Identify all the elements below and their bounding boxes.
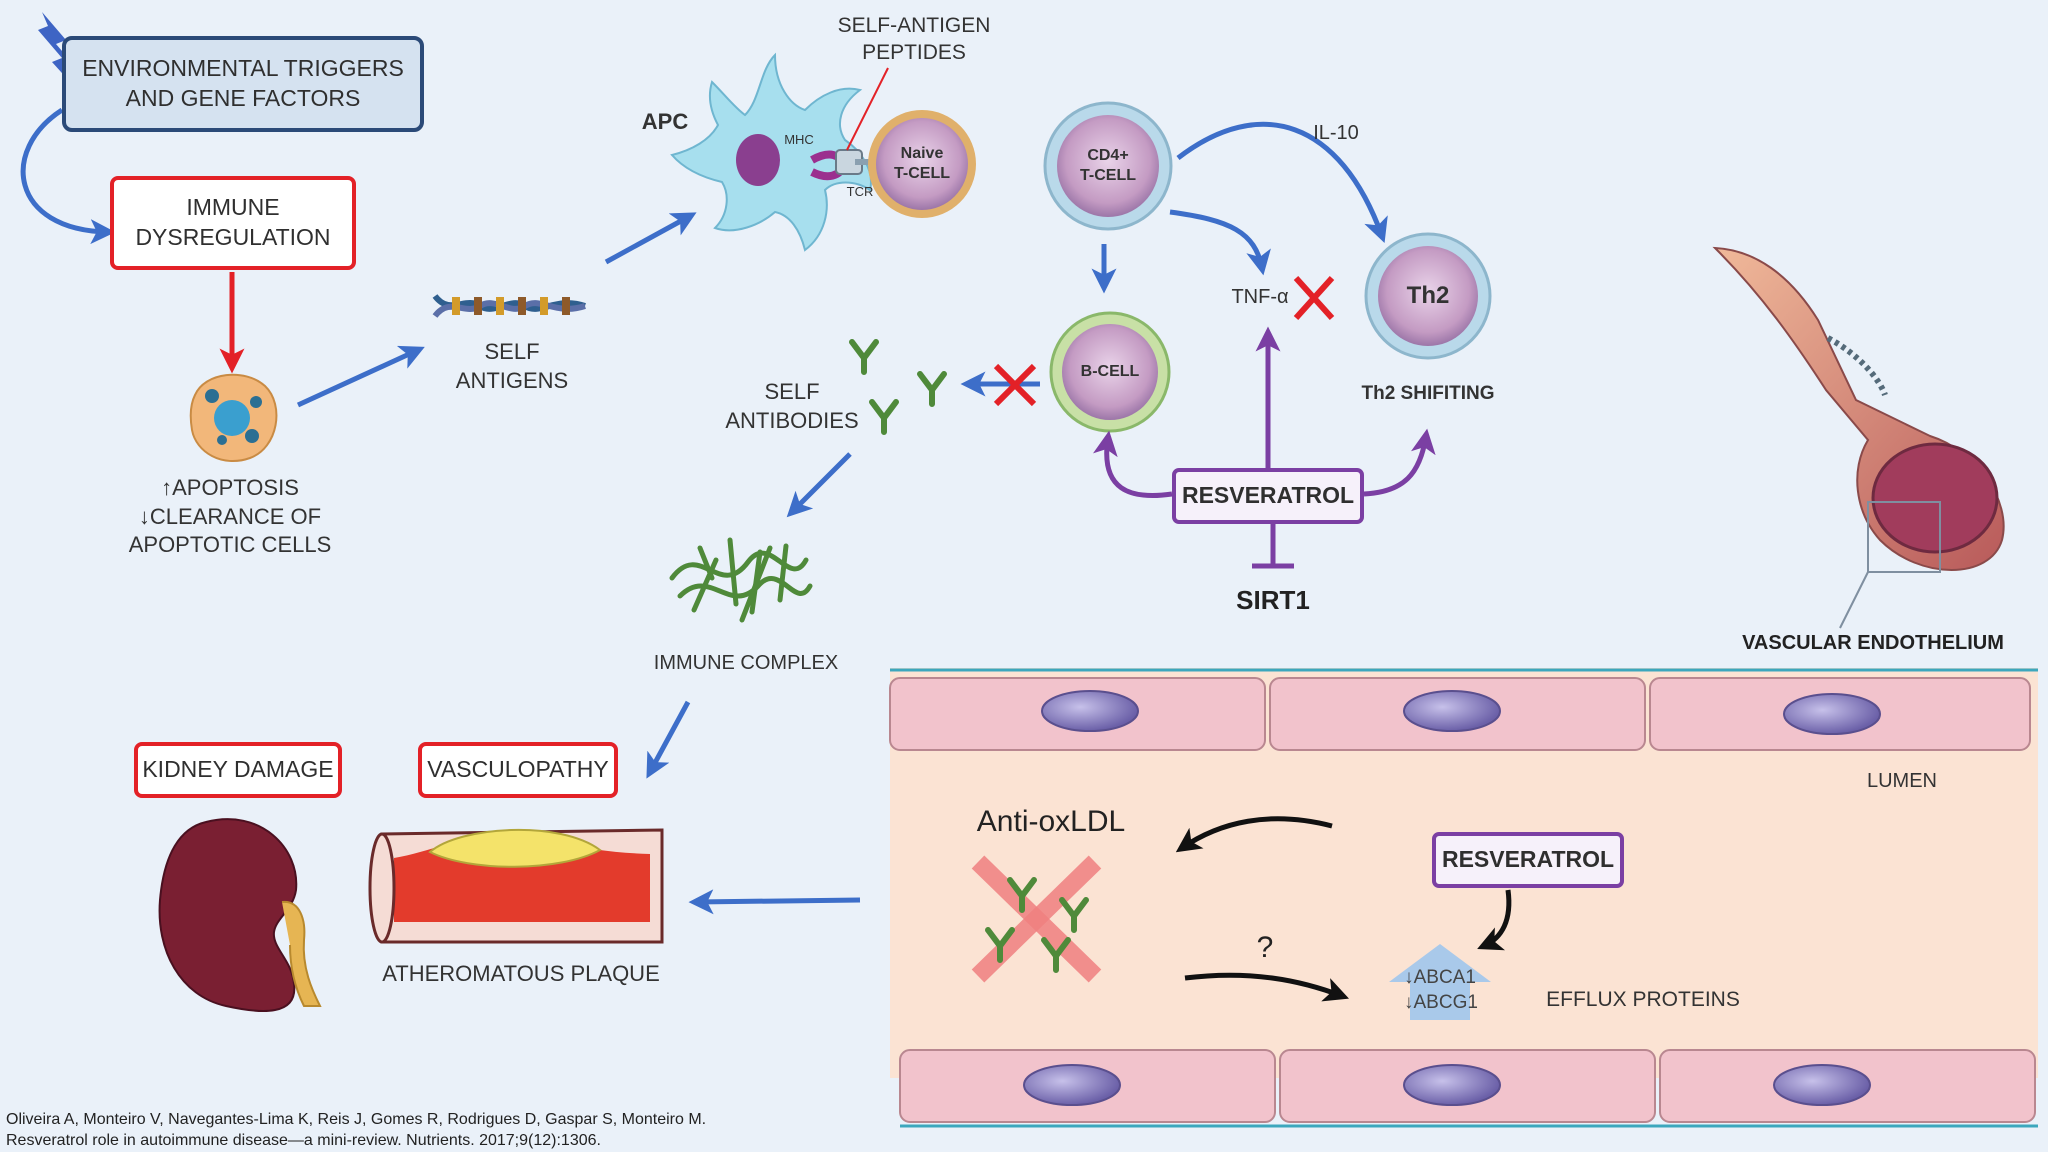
nucleus-icon (1403, 690, 1501, 732)
lumen-label: LUMEN (1866, 770, 1937, 792)
apoptotic-cell-icon (189, 373, 278, 463)
arrow-resveratrol-to-efflux (1477, 889, 1512, 951)
il10-label: IL-10 (1313, 122, 1359, 144)
arrow-resveratrol-to-th2 (1363, 428, 1436, 497)
arrow-complex-to-vasculopathy (646, 700, 691, 779)
question-mark: ? (1256, 931, 1274, 964)
arrow-antibodies-to-complex (786, 452, 852, 518)
arrow-cd4-to-tnf (1169, 209, 1271, 276)
anti-oxldl-label: Anti-oxLDL (976, 805, 1126, 838)
kidney-icon (158, 818, 322, 1012)
blood-vessel-icon (1712, 246, 2005, 629)
tnf-label: TNF-α (1231, 286, 1289, 308)
apc-icon (670, 52, 878, 252)
mhc-label: MHC (784, 132, 814, 147)
efflux-proteins-label: EFFLUX PROTEINS (1546, 988, 1740, 1011)
citation: Oliveira A, Monteiro V, Navegantes-Lima … (6, 1111, 707, 1149)
atheromatous-plaque-icon (368, 828, 664, 944)
arrow-to-anti-oxldl (1175, 816, 1333, 853)
arrow-to-efflux (1184, 972, 1350, 1002)
apoptosis-label: ↑APOPTOSIS ↓CLEARANCE OF APOPTOTIC CELLS (128, 475, 332, 558)
kidney-damage-box: KIDNEY DAMAGE (134, 742, 342, 798)
th2-shifting-label: Th2 SHIFITING (1361, 383, 1495, 404)
efflux-up-arrow-icon (1389, 944, 1491, 1020)
bcell-label: B-CELL (1080, 363, 1140, 380)
immune-complex-icon (669, 537, 813, 623)
naive-tcell-label: Naive T-CELL (894, 145, 950, 182)
antibody-icon (849, 339, 947, 435)
resveratrol-box: RESVERATROL (1172, 468, 1364, 524)
th2-label: Th2 (1406, 282, 1450, 309)
arrow-cd4-to-th2 (1176, 121, 1388, 244)
efflux-arrow-text: ↓ABCA1 ↓ABCG1 (1404, 967, 1478, 1013)
immune-complex-label: IMMUNE COMPLEX (653, 652, 839, 674)
antibody-blocked-x-icon (993, 363, 1037, 407)
anti-oxldl-blocked-icon (971, 855, 1102, 983)
sirt1-label: SIRT1 (1236, 585, 1310, 615)
tnf-blocked-x-icon (1293, 275, 1335, 321)
nucleus-icon (1783, 693, 1881, 735)
self-antibodies-label: SELF ANTIBODIES (725, 379, 859, 433)
arrow-antigens-to-apc (604, 212, 697, 265)
naive-tcell-icon (868, 110, 976, 218)
cd4-tcell-label: CD4+ T-CELL (1080, 147, 1136, 184)
arrow-apoptosis-to-antigens (296, 345, 425, 408)
arrow-resveratrol-to-bcell (1092, 430, 1173, 499)
nucleus-icon (1041, 690, 1139, 732)
environmental-triggers-box: ENVIRONMENTAL TRIGGERS AND GENE FACTORS (62, 36, 424, 132)
nucleus-icon (1773, 1064, 1871, 1106)
arrow-env-to-dysregulation (20, 107, 116, 245)
arrow-lumen-to-plaque (688, 889, 861, 915)
resveratrol-lumen-box: RESVERATROL (1432, 832, 1624, 888)
tcr-label: TCR (846, 184, 874, 199)
vessel-pointer-line (1839, 571, 1869, 629)
vascular-endothelium-label: VASCULAR ENDOTHELIUM (1742, 632, 2004, 654)
cd4-tcell-icon (1043, 101, 1173, 231)
peptide-pointer-line (846, 67, 889, 151)
atheromatous-plaque-label: ATHEROMATOUS PLAQUE (382, 961, 660, 986)
dna-icon (432, 293, 586, 319)
vasculopathy-box: VASCULOPATHY (418, 742, 618, 798)
self-antigen-peptides-label: SELF-ANTIGEN PEPTIDES (837, 14, 991, 65)
nucleus-icon (1403, 1064, 1501, 1106)
immune-dysregulation-box: IMMUNE DYSREGULATION (110, 176, 356, 270)
nucleus-icon (1023, 1064, 1121, 1106)
th2-cell-icon (1364, 232, 1492, 360)
self-antigens-label: SELF ANTIGENS (455, 339, 569, 393)
apc-label: APC (641, 109, 689, 134)
